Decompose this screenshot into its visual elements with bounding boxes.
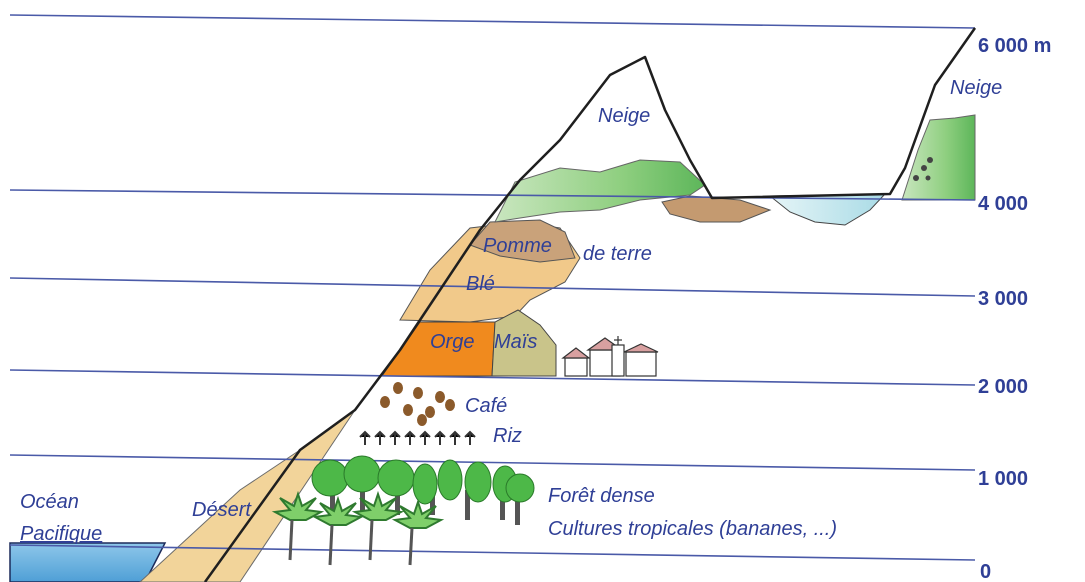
- desert-area: [139, 409, 356, 582]
- label-mais: Maïs: [494, 331, 537, 353]
- coffee-icons: [380, 382, 455, 426]
- valley-rock: [661, 195, 772, 223]
- label-riz: Riz: [493, 425, 522, 447]
- altitude-label-0: 0: [980, 561, 991, 582]
- altitude-label-2000: 2 000: [978, 376, 1028, 398]
- altitude-label-3000: 3 000: [978, 288, 1028, 310]
- altitude-lines: [9, 14, 976, 561]
- banana-trunks: [288, 519, 414, 566]
- label-neige-right: Neige: [950, 77, 1002, 99]
- label-ble: Blé: [466, 273, 495, 295]
- label-neige-left: Neige: [598, 105, 650, 127]
- label-orge: Orge: [430, 331, 474, 353]
- label-foret-dense: Forêt dense: [548, 485, 655, 507]
- label-cafe: Café: [465, 395, 507, 417]
- mais-area: [491, 309, 557, 377]
- ocean-area: [9, 542, 167, 582]
- right-grass-tree-icons: [913, 157, 933, 181]
- altitude-label-4000: 4 000: [978, 193, 1028, 215]
- label-pacifique: Pacifique: [20, 523, 102, 545]
- label-ocean: Océan: [20, 491, 79, 513]
- alpine-grass-right: [901, 114, 976, 201]
- label-desert: Désert: [192, 499, 252, 521]
- village-icon: [561, 336, 659, 377]
- altitude-label-6000: 6 000 m: [978, 35, 1051, 57]
- rice-icons: [359, 430, 476, 445]
- altitude-label-1000: 1 000: [978, 468, 1028, 490]
- banana-palms: [271, 490, 445, 529]
- label-pomme: Pomme: [483, 235, 552, 257]
- mountain-outline: [203, 27, 977, 582]
- label-cultures-tropicales: Cultures tropicales (bananes, ...): [548, 518, 837, 540]
- label-de-terre: de terre: [583, 243, 652, 265]
